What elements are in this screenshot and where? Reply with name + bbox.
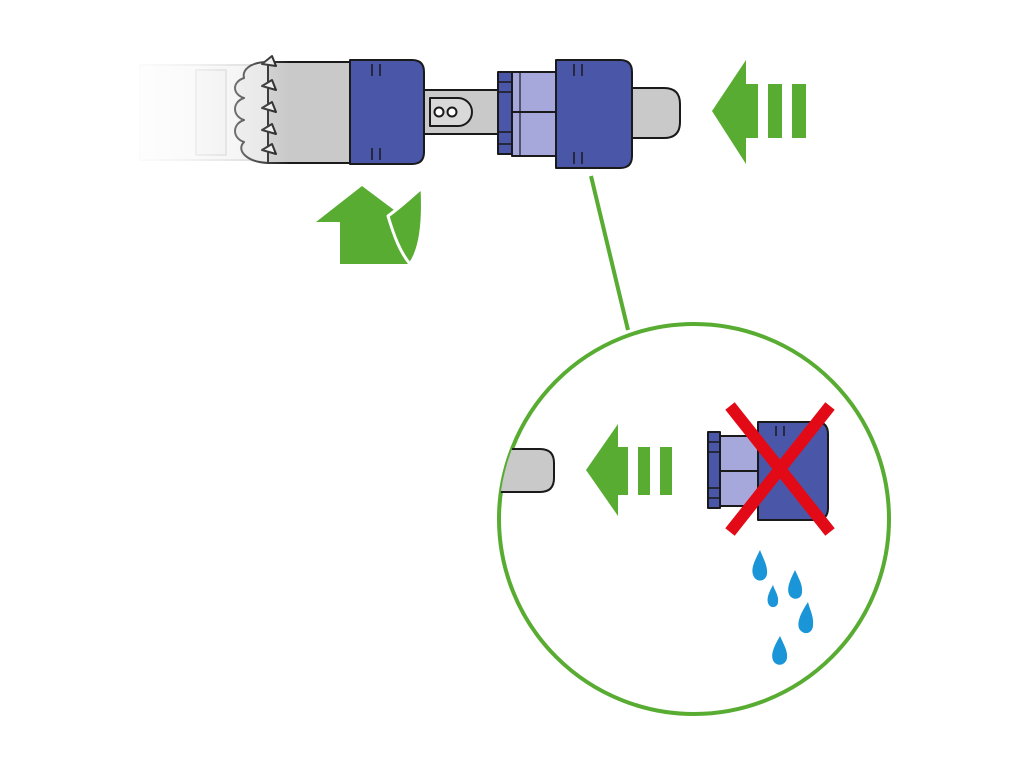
prohibited-x-icon <box>725 402 835 536</box>
callout-nozzle-tip <box>499 448 555 493</box>
rotate-up-arrow-icon <box>316 186 424 266</box>
nozzle-tip <box>631 87 681 139</box>
water-drop <box>788 570 803 599</box>
water-drop <box>772 636 788 665</box>
water-drop <box>798 602 814 634</box>
callout-coupling <box>707 421 829 521</box>
water-drop <box>767 585 779 608</box>
water-drop <box>752 550 768 581</box>
callout-leader-line <box>589 175 630 331</box>
navy-grip <box>349 59 425 165</box>
detail-callout <box>497 322 891 716</box>
push-left-arrow-icon <box>712 60 806 164</box>
fade-overlay <box>120 50 290 175</box>
water-drops-icon <box>752 550 814 665</box>
inner-tube <box>423 89 501 135</box>
coupling <box>497 59 633 169</box>
callout-left-arrow-icon <box>586 424 672 516</box>
